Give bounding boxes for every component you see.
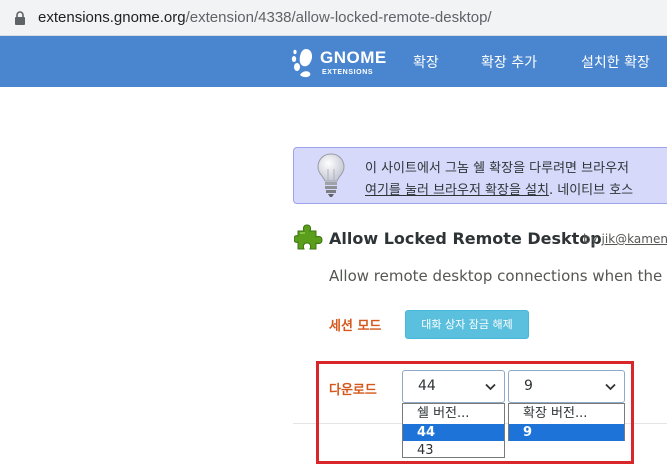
notice-text: 이 사이트에서 그놈 쉘 확장을 다루려면 브라우저 [365,161,629,176]
highlight-box [316,361,634,464]
lock-icon [15,11,25,25]
extension-version-select[interactable]: 9 [508,370,625,403]
url-text[interactable]: extensions.gnome.org/extension/4338/allo… [38,9,492,26]
notice-text-line2: 여기를 눌러 브라우저 확장을 설치. 네이티브 호스 [365,179,633,198]
shell-version-option-placeholder[interactable]: 쉘 버전... [417,406,470,421]
extension-title: Allow Locked Remote Desktop [329,229,602,248]
extension-byline: by jik@kamen [583,232,667,246]
shell-version-option-43[interactable]: 43 [417,443,434,458]
by-label: by [583,232,598,246]
top-navbar: GNOME EXTENSIONS 확장 확장 추가 설치한 확장 [0,36,667,87]
shell-version-select[interactable]: 44 [402,370,505,403]
nav-link-extensions[interactable]: 확장 [413,55,439,71]
install-browser-extension-link[interactable]: 여기를 눌러 브라우저 확장을 설치 [365,183,549,198]
url-host: extensions.gnome.org [38,9,186,26]
notice-text-rest: . 네이티브 호스 [548,183,634,198]
gnome-extensions-logo[interactable]: GNOME EXTENSIONS [290,43,386,83]
shell-version-dropdown: 쉘 버전... 44 43 [402,403,505,458]
extension-version-value: 9 [524,378,533,394]
url-path: /extension/4338/allow-locked-remote-desk… [185,9,492,26]
chevron-down-icon [485,383,496,391]
author-link[interactable]: jik@kamen [601,232,667,246]
lightbulb-icon [317,153,345,197]
browser-extension-notice: 이 사이트에서 그놈 쉘 확장을 다루려면 브라우저 여기를 눌러 브라우저 확… [293,147,667,204]
extension-version-option-9[interactable]: 9 [509,424,624,441]
gnome-foot-icon [291,49,313,78]
extension-description: Allow remote desktop connections when th… [329,267,667,285]
download-label: 다운로드 [329,383,377,398]
browser-address-bar[interactable]: extensions.gnome.org/extension/4338/allo… [0,0,667,36]
logo-subtitle: EXTENSIONS [322,69,374,76]
session-mode-label: 세션 모드 [329,319,382,334]
nav-link-installed[interactable]: 설치한 확장 [581,55,650,71]
unlock-dialog-button[interactable]: 대화 상자 잠금 해제 [405,310,529,339]
chevron-down-icon [605,383,616,391]
logo-title: GNOME [320,48,387,67]
shell-version-value: 44 [418,378,436,394]
nav-link-add-extension[interactable]: 확장 추가 [481,55,537,71]
shell-version-option-44[interactable]: 44 [403,424,504,441]
extension-version-dropdown: 확장 버전... 9 [508,403,625,441]
puzzle-icon [294,224,323,250]
extension-version-option-placeholder[interactable]: 확장 버전... [523,406,588,421]
